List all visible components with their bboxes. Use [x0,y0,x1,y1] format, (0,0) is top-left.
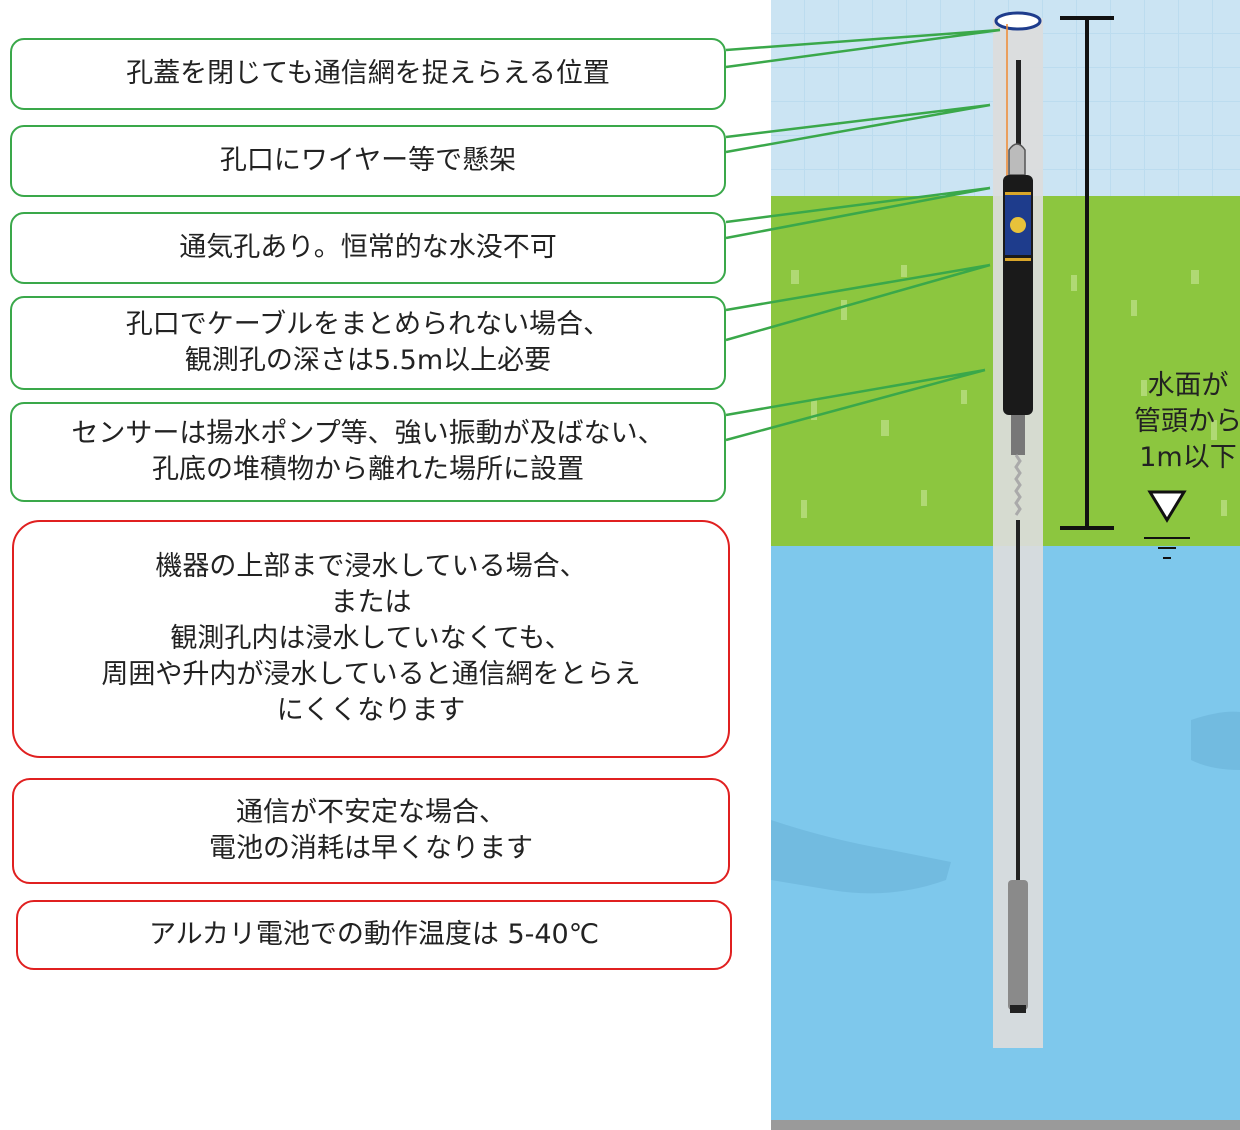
callout-flooding-warning: 機器の上部まで浸水している場合、 または 観測孔内は浸水していなくても、 周囲や… [12,520,730,758]
water-level-note-line-1: 水面が [1147,370,1229,401]
callout-text: 電池の消耗は早くなります [209,833,533,864]
callout-sensor-placement: センサーは揚水ポンプ等、強い振動が及ばない、 孔底の堆積物から離れた場所に設置 [10,402,726,502]
callout-text: 孔口でケーブルをまとめられない場合、 [125,309,611,340]
pipe-opening [994,11,1042,31]
antenna [1016,60,1021,155]
callout-wire-suspension: 孔口にワイヤー等で懸架 [10,125,726,197]
water-shade-2 [1191,711,1240,770]
callout-lid-position: 孔蓋を閉じても通信網を捉えらえる位置 [10,38,726,110]
callout-text: 孔口にワイヤー等で懸架 [219,145,517,176]
water-level-note-line-3: 1m以下 [1139,442,1237,473]
callout-text: 通信が不安定な場合、 [236,797,506,828]
callout-vent-hole: 通気孔あり。恒常的な水没不可 [10,212,726,284]
water-level-note-line-2: 管頭から [1134,406,1240,437]
pressure-sensor [1008,880,1028,1010]
callout-text: 周囲や升内が浸水していると通信網をとらえ [101,659,641,690]
callout-text: 孔蓋を閉じても通信網を捉えらえる位置 [126,58,610,89]
callout-text: にくくなります [276,695,466,726]
bottom-border [771,1120,1240,1130]
connector [1011,415,1025,455]
callout-text: アルカリ電池での動作温度は 5-40℃ [148,919,600,950]
callout-battery-drain: 通信が不安定な場合、 電池の消耗は早くなります [12,778,730,884]
water-level-note: 水面が 管頭から 1m以下 [1118,368,1240,476]
callout-text: センサーは揚水ポンプ等、強い振動が及ばない、 [71,418,665,449]
callout-operating-temperature: アルカリ電池での動作温度は 5-40℃ [16,900,732,970]
callout-text: または [330,587,412,618]
hook [1008,143,1026,176]
device-logo [1010,217,1026,233]
water-shade [771,820,951,894]
scene-background [771,0,1240,1130]
callout-text: 孔底の堆積物から離れた場所に設置 [152,454,584,485]
callout-cable-depth: 孔口でケーブルをまとめられない場合、 観測孔の深さは5.5m以上必要 [10,296,726,390]
callout-text: 観測孔の深さは5.5m以上必要 [184,345,552,376]
callout-text: 機器の上部まで浸水している場合、 [155,551,587,582]
strain-relief [1014,454,1022,516]
sensor-cable [1016,520,1020,880]
ground-cross-section [771,0,1240,1130]
callout-text: 通気孔あり。恒常的な水没不可 [179,232,557,263]
callout-text: 観測孔内は浸水していなくても、 [170,623,572,654]
